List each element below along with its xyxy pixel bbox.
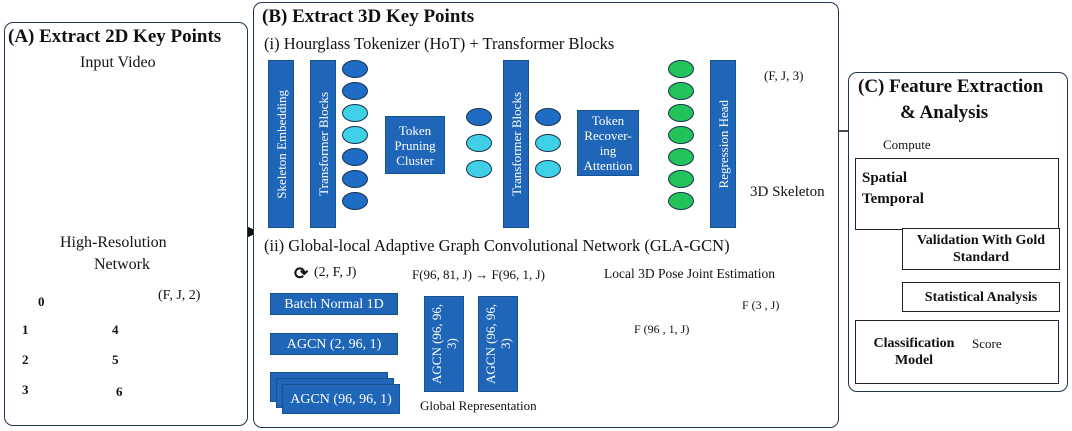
token-oval xyxy=(342,170,368,188)
validation-box: Validation With Gold Standard xyxy=(902,228,1060,270)
tree-label-3: 3 xyxy=(22,382,29,397)
token-oval xyxy=(342,82,368,100)
token-oval xyxy=(342,148,368,166)
global-rep-label: Global Representation xyxy=(420,398,537,413)
spatial-label: Spatial xyxy=(862,170,908,186)
agcn-96-96-1-block: AGCN (96, 96, 1) xyxy=(282,384,400,414)
transformer-blocks-1: Transformer Blocks xyxy=(310,60,336,228)
classification-box: Classification Model xyxy=(855,320,1059,384)
token-oval xyxy=(535,134,561,152)
token-oval xyxy=(342,60,368,78)
token-oval xyxy=(535,160,561,178)
temporal-label: Temporal xyxy=(862,191,924,207)
hrnet-label-2: Network xyxy=(94,256,150,273)
skeleton-3d-label: 3D Skeleton xyxy=(750,184,825,200)
token-recovering-attention: Token Recover- ing Attention xyxy=(577,110,639,176)
glagcn-subtitle: (ii) Global-local Adaptive Graph Convolu… xyxy=(264,236,730,255)
tree-label-1: 1 xyxy=(22,322,29,337)
token-oval xyxy=(668,126,694,144)
token-oval xyxy=(342,192,368,210)
token-oval xyxy=(342,104,368,122)
hot-subtitle: (i) Hourglass Tokenizer (HoT) + Transfor… xyxy=(264,34,615,53)
token-oval xyxy=(466,108,492,126)
dim-2d-label: (F, J, 2) xyxy=(158,288,201,303)
token-oval xyxy=(668,60,694,78)
statistical-box: Statistical Analysis xyxy=(902,282,1060,312)
tree-label-6: 6 xyxy=(116,384,123,399)
panel-a-title: (A) Extract 2D Key Points xyxy=(8,26,222,47)
hrnet-label-1: High-Resolution xyxy=(60,234,167,251)
panel-c-title-2: & Analysis xyxy=(900,102,989,123)
token-oval xyxy=(668,170,694,188)
token-oval xyxy=(668,82,694,100)
out-dim-label: (F, J, 3) xyxy=(764,68,804,83)
skeleton-embedding-block: Skeleton Embedding xyxy=(268,60,294,228)
refresh-icon: ⟳ xyxy=(294,264,309,283)
agcn-global-1: AGCN (96, 96, 3) xyxy=(424,296,464,392)
input-shape-label: (2, F, J) xyxy=(314,265,357,280)
transformer-blocks-2: Transformer Blocks xyxy=(503,60,529,228)
f96-label: F (96 , 1, J) xyxy=(634,322,690,336)
agcn-global-2: AGCN (96, 96, 3) xyxy=(478,296,518,392)
token-oval xyxy=(342,126,368,144)
agcn-2-96-1-block: AGCN (2, 96, 1) xyxy=(270,333,398,355)
f3-label: F (3 , J) xyxy=(742,298,780,312)
token-oval xyxy=(668,148,694,166)
panel-extract-3d xyxy=(253,2,839,428)
score-label: Score xyxy=(972,336,1002,351)
tree-label-0: 0 xyxy=(38,294,45,309)
token-oval xyxy=(466,160,492,178)
input-video-label: Input Video xyxy=(80,54,156,71)
compute-label: Compute xyxy=(883,137,931,152)
spatial-temporal-box xyxy=(855,158,1059,230)
regression-head: Regression Head xyxy=(710,60,736,228)
token-oval xyxy=(668,104,694,122)
tree-label-4: 4 xyxy=(112,322,119,337)
token-oval xyxy=(668,192,694,210)
global-shape-label: F(96, 81, J) → F(96, 1, J) xyxy=(412,267,545,282)
panel-c-title-1: (C) Feature Extraction xyxy=(858,76,1044,97)
panel-extract-2d xyxy=(4,22,248,426)
batch-normal-block: Batch Normal 1D xyxy=(270,293,398,315)
local-pose-title: Local 3D Pose Joint Estimation xyxy=(604,266,775,281)
token-oval xyxy=(535,108,561,126)
token-oval xyxy=(466,134,492,152)
token-pruning-cluster: Token Pruning Cluster xyxy=(385,116,445,174)
tree-label-2: 2 xyxy=(22,352,29,367)
tree-label-5: 5 xyxy=(112,352,119,367)
panel-b-title: (B) Extract 3D Key Points xyxy=(262,6,475,27)
